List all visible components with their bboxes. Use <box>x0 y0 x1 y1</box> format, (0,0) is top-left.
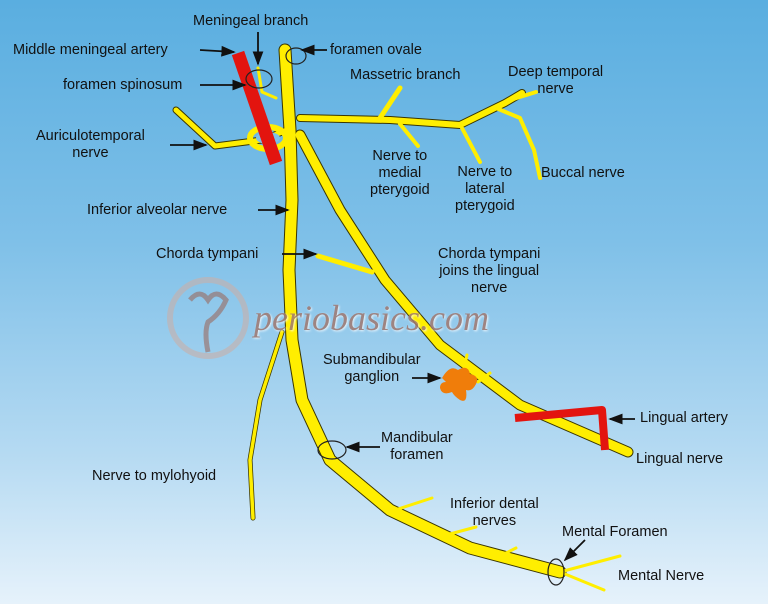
label-deep-temporal-nerve: Deep temporal nerve <box>508 64 604 97</box>
label-nerve-to-medial-pterygoid: Nerve to medial pterygoid <box>370 148 430 198</box>
label-foramen-ovale: foramen ovale <box>330 42 422 58</box>
label-inferior-alveolar-nerve: Inferior alveolar nerve <box>87 202 228 218</box>
submandibular-ganglion <box>440 367 478 401</box>
chorda-tympani-branch <box>315 253 375 275</box>
watermark-text: periobasics.com <box>254 298 489 338</box>
label-lingual-nerve: Lingual nerve <box>636 451 724 467</box>
meningeal-branch <box>256 66 278 100</box>
lingual-artery <box>514 406 609 451</box>
deep-temporal-branch <box>508 90 538 102</box>
inferior-alveolar-nerve <box>279 44 566 578</box>
label-submandibular-ganglion: Submandibular ganglion <box>323 352 421 385</box>
nerve-to-lateral-pterygoid-branch <box>460 126 482 164</box>
label-nerve-to-lateral-pterygoid: Nerve to lateral pterygoid <box>455 164 515 214</box>
massetric-branch <box>377 85 403 121</box>
foramen-spinosum-ring <box>245 69 273 89</box>
mental-nerve-branches <box>558 554 622 592</box>
label-chorda-tympani: Chorda tympani <box>156 246 259 262</box>
label-lingual-artery: Lingual artery <box>640 410 728 426</box>
mental-foramen-ring <box>547 558 565 586</box>
buccal-branch <box>494 106 542 180</box>
label-mandibular-foramen: Mandibular foramen <box>381 430 453 463</box>
foramina <box>245 47 565 586</box>
label-meningeal-branch: Meningeal branch <box>193 13 309 29</box>
label-inferior-dental-nerves: Inferior dental nerves <box>450 496 539 529</box>
label-mental-nerve: Mental Nerve <box>618 568 705 584</box>
watermark-logo <box>167 277 249 359</box>
inferior-dental-branches <box>390 496 518 558</box>
label-chorda-tympani-joins: Chorda tympani joins the lingual nerve <box>438 246 541 296</box>
label-foramen-spinosum: foramen spinosum <box>63 77 183 93</box>
label-auriculotemporal-nerve: Auriculotemporal nerve <box>36 128 145 161</box>
nerve-to-mylohyoid <box>248 330 284 520</box>
label-mental-foramen: Mental Foramen <box>562 524 668 540</box>
label-massetric-branch: Massetric branch <box>350 67 461 83</box>
anterior-division <box>297 90 525 128</box>
label-middle-meningeal-artery: Middle meningeal artery <box>13 42 168 58</box>
pointer-arrows <box>170 32 635 562</box>
auriculotemporal-nerve <box>173 107 295 149</box>
middle-meningeal-artery <box>231 50 283 166</box>
label-nerve-to-mylohyoid: Nerve to mylohyoid <box>92 468 217 484</box>
nerve-to-medial-pterygoid-branch <box>398 122 420 148</box>
foramen-ovale-ring <box>285 47 307 65</box>
label-buccal-nerve: Buccal nerve <box>541 165 625 181</box>
